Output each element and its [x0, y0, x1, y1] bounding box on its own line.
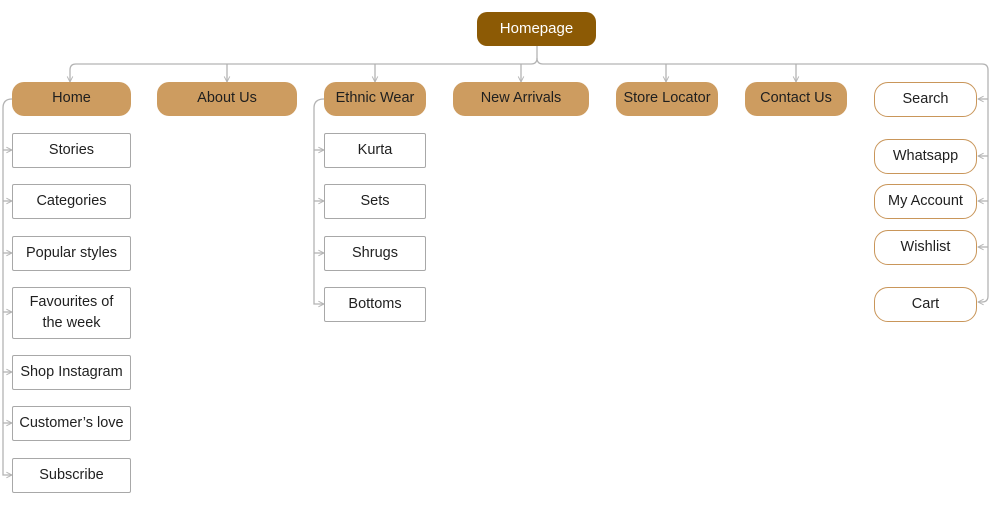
- search-node[interactable]: Search: [874, 82, 977, 117]
- ethnic-wear-node[interactable]: Ethnic Wear: [324, 82, 426, 116]
- new-arrivals-node[interactable]: New Arrivals: [453, 82, 589, 116]
- homepage-node[interactable]: Homepage: [477, 12, 596, 46]
- kurta-node[interactable]: Kurta: [324, 133, 426, 168]
- contact-us-node[interactable]: Contact Us: [745, 82, 847, 116]
- home-node[interactable]: Home: [12, 82, 131, 116]
- cart-node[interactable]: Cart: [874, 287, 977, 322]
- shop-instagram-node[interactable]: Shop Instagram: [12, 355, 131, 390]
- my-account-node[interactable]: My Account: [874, 184, 977, 219]
- bottoms-node[interactable]: Bottoms: [324, 287, 426, 322]
- about-us-node[interactable]: About Us: [157, 82, 297, 116]
- favourites-of-the-week-node[interactable]: Favourites of the week: [12, 287, 131, 339]
- customers-love-node[interactable]: Customer’s love: [12, 406, 131, 441]
- popular-styles-node[interactable]: Popular styles: [12, 236, 131, 271]
- wishlist-node[interactable]: Wishlist: [874, 230, 977, 265]
- subscribe-node[interactable]: Subscribe: [12, 458, 131, 493]
- categories-node[interactable]: Categories: [12, 184, 131, 219]
- shrugs-node[interactable]: Shrugs: [324, 236, 426, 271]
- store-locator-node[interactable]: Store Locator: [616, 82, 718, 116]
- whatsapp-node[interactable]: Whatsapp: [874, 139, 977, 174]
- sets-node[interactable]: Sets: [324, 184, 426, 219]
- stories-node[interactable]: Stories: [12, 133, 131, 168]
